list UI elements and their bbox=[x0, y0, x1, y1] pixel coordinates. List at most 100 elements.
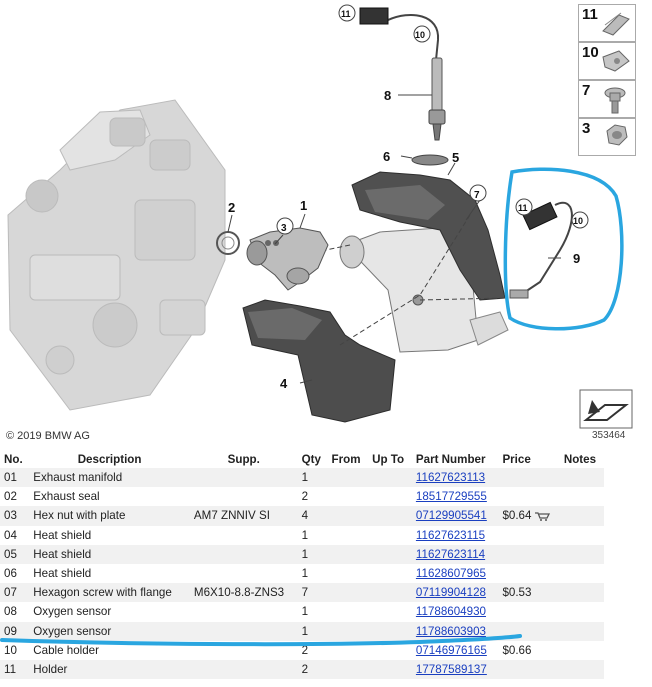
cable-holder-icon bbox=[602, 50, 630, 72]
col-header-upto: Up To bbox=[368, 450, 412, 468]
from-cell bbox=[327, 487, 369, 507]
description-cell: Holder bbox=[29, 659, 190, 680]
exhaust-manifold-drawing bbox=[246, 227, 329, 291]
leader-lines bbox=[227, 94, 561, 384]
supplement-cell bbox=[189, 544, 298, 564]
col-header-supp: Supp. bbox=[189, 450, 298, 468]
callout-3: 3 bbox=[281, 223, 287, 234]
row-number: 07 bbox=[0, 583, 30, 603]
notes-cell bbox=[559, 563, 604, 584]
part-number-link[interactable]: 18517729555 bbox=[415, 490, 487, 504]
supplement-cell bbox=[189, 621, 298, 641]
callout-10-upper: 10 bbox=[415, 30, 425, 40]
supplement-cell bbox=[189, 602, 298, 622]
quantity-cell: 1 bbox=[297, 563, 328, 584]
row-number: 09 bbox=[0, 621, 30, 641]
heat-shield-upper-drawing bbox=[351, 154, 506, 301]
engine-block-drawing bbox=[7, 99, 226, 411]
upto-cell bbox=[368, 602, 412, 622]
part-number-link[interactable]: 17787589137 bbox=[415, 662, 487, 676]
part-number-cell: 11628607965 bbox=[411, 563, 499, 584]
description-cell: Heat shield bbox=[29, 525, 190, 545]
notes-cell bbox=[559, 544, 604, 564]
part-number-link[interactable]: 11627623114 bbox=[415, 547, 486, 561]
part-number-link[interactable]: 11627623113 bbox=[415, 471, 486, 485]
supplement-cell bbox=[189, 487, 298, 507]
part-number-link[interactable]: 11628607965 bbox=[415, 567, 486, 581]
price-cell bbox=[498, 525, 560, 545]
cart-icon[interactable] bbox=[534, 511, 551, 522]
legend-number: 3 bbox=[582, 120, 591, 137]
description-cell: Cable holder bbox=[29, 640, 190, 660]
supplement-cell: AM7 ZNNIV SI bbox=[189, 506, 298, 526]
notes-cell bbox=[559, 621, 604, 641]
heat-shield-lower-drawing bbox=[242, 299, 396, 423]
part-number-cell: 07119904128 bbox=[411, 583, 499, 603]
callout-4: 4 bbox=[280, 376, 288, 391]
callout-8: 8 bbox=[384, 88, 391, 103]
price-cell: $0.53 bbox=[498, 583, 560, 603]
part-number-link[interactable]: 11788604930 bbox=[415, 605, 486, 619]
parts-table: No. Description Supp. Qty From Up To Par… bbox=[0, 450, 604, 680]
from-cell bbox=[327, 563, 369, 584]
upto-cell bbox=[368, 621, 412, 641]
part-number-link[interactable]: 11788603903 bbox=[415, 624, 486, 638]
col-header-price: Price bbox=[498, 450, 560, 468]
row-number: 10 bbox=[0, 640, 30, 660]
price-value: $0.66 bbox=[502, 643, 532, 657]
view-orientation-icon bbox=[579, 389, 633, 429]
holder-clip-icon bbox=[602, 12, 630, 36]
description-cell: Heat shield bbox=[29, 544, 190, 564]
notes-cell bbox=[559, 659, 604, 680]
part-number-cell: 18517729555 bbox=[411, 487, 499, 507]
callout-2: 2 bbox=[228, 200, 235, 215]
description-cell: Exhaust seal bbox=[29, 487, 190, 507]
part-number-link[interactable]: 11627623115 bbox=[415, 528, 486, 542]
exploded-parts-diagram: 1 2 3 4 5 6 7 8 9 10 11 10 11 bbox=[6, 4, 636, 442]
row-number: 11 bbox=[0, 659, 30, 680]
part-number-cell: 11627623113 bbox=[411, 468, 499, 488]
description-cell: Hex nut with plate bbox=[29, 506, 190, 526]
upto-cell bbox=[368, 583, 412, 603]
col-header-qty: Qty bbox=[297, 450, 328, 468]
part-number-cell: 11627623115 bbox=[411, 525, 499, 545]
callout-11-lower: 11 bbox=[518, 203, 528, 213]
part-number-link[interactable]: 07129905541 bbox=[415, 509, 487, 523]
part-number-cell: 11788603903 bbox=[411, 621, 499, 641]
legend-item-hexagon-screw: 7 bbox=[578, 80, 636, 118]
callout-5: 5 bbox=[452, 150, 459, 165]
part-number-link[interactable]: 07146976165 bbox=[415, 643, 487, 657]
catalytic-converter-drawing bbox=[339, 227, 509, 353]
copyright-text: © 2019 BMW AG bbox=[6, 430, 90, 442]
price-cell bbox=[498, 468, 560, 488]
description-cell: Heat shield bbox=[29, 563, 190, 584]
price-cell: $0.66 bbox=[498, 640, 560, 660]
row-number: 08 bbox=[0, 602, 30, 622]
part-number-link[interactable]: 07119904128 bbox=[415, 586, 486, 600]
part-number-cell: 07129905541 bbox=[411, 506, 499, 526]
callout-11-upper: 11 bbox=[341, 9, 351, 19]
description-cell: Exhaust manifold bbox=[29, 468, 190, 488]
row-number: 05 bbox=[0, 544, 30, 564]
from-cell bbox=[327, 506, 369, 526]
row-number: 01 bbox=[0, 468, 30, 488]
from-cell bbox=[327, 640, 369, 660]
legend-number: 10 bbox=[582, 44, 599, 61]
supplement-cell bbox=[189, 563, 298, 584]
callout-9: 9 bbox=[573, 251, 580, 266]
price-cell bbox=[498, 563, 560, 584]
description-cell: Hexagon screw with flange bbox=[29, 583, 190, 603]
upto-cell bbox=[368, 468, 412, 488]
price-cell bbox=[498, 487, 560, 507]
upto-cell bbox=[368, 544, 412, 564]
hex-nut-icon bbox=[606, 124, 628, 146]
price-value: $0.64 bbox=[502, 509, 532, 523]
part-number-cell: 11788604930 bbox=[411, 602, 499, 622]
oxygen-sensor-upper-drawing bbox=[359, 7, 446, 141]
